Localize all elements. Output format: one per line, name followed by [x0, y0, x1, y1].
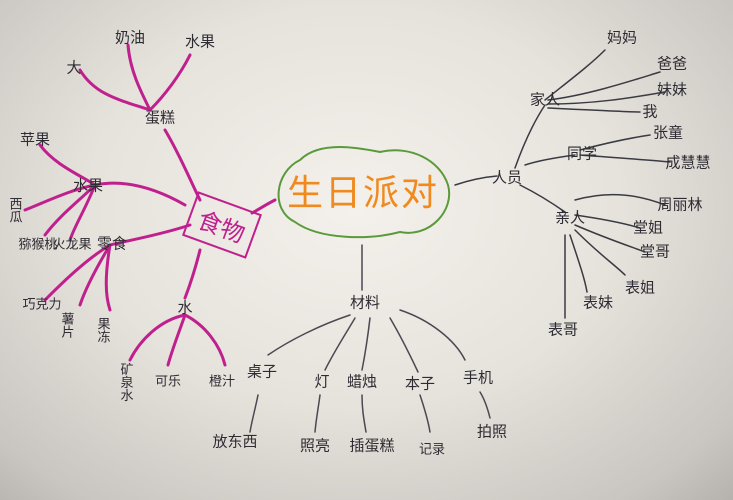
family-item-me: 我: [642, 102, 658, 121]
water-item-juice: 橙汁: [208, 374, 236, 390]
fruit-item-kiwi: 猕猴桃: [18, 237, 58, 253]
material-item-notebook: 本子: [404, 374, 436, 393]
family-item-dad: 爸爸: [656, 54, 688, 73]
classmates-label: 同学: [566, 144, 598, 163]
material-item-table: 桌子: [246, 362, 278, 381]
snack-item-chips: 薯片: [58, 312, 74, 338]
relative-item-5: 表妹: [582, 293, 614, 312]
water-item-mineral: 矿泉水: [117, 362, 133, 402]
food-branch-lines: [23, 43, 277, 367]
people-branch-lines: [454, 49, 671, 319]
snack-item-jelly: 果冻: [94, 317, 110, 343]
material-item-candle: 蜡烛: [346, 372, 378, 391]
relative-item-1: 周丽林: [657, 195, 703, 214]
relative-item-6: 表哥: [547, 320, 579, 339]
material-use-table: 放东西: [212, 432, 258, 451]
relative-item-3: 堂哥: [639, 242, 671, 261]
cake-item-fruit: 水果: [184, 32, 216, 51]
water-label: 水: [177, 298, 193, 317]
fruit-item-dragonfruit: 火龙果: [52, 237, 92, 253]
classmate-item-1: 张童: [652, 123, 684, 142]
material-use-notebook: 记录: [418, 442, 446, 458]
material-item-phone: 手机: [462, 368, 494, 387]
material-use-lamp: 照亮: [299, 436, 331, 455]
center-topic: 生日派对: [286, 173, 440, 214]
materials-branch-lines: [249, 244, 491, 433]
cake-item-cream: 奶油: [114, 28, 146, 47]
classmate-item-2: 成慧慧: [665, 153, 711, 172]
cake-label: 蛋糕: [144, 108, 176, 127]
material-use-phone: 拍照: [476, 422, 508, 441]
relative-item-2: 堂姐: [632, 218, 664, 237]
snack-item-chocolate: 巧克力: [22, 297, 62, 313]
family-item-mom: 妈妈: [606, 28, 638, 47]
water-item-cola: 可乐: [154, 374, 182, 390]
cake-item-big: 大: [66, 58, 82, 77]
people-branch-title: 人员: [491, 168, 523, 187]
family-label: 家人: [529, 90, 561, 109]
family-item-sister: 妹妹: [656, 80, 688, 99]
materials-branch-title: 材料: [349, 293, 381, 312]
snack-label: 零食: [96, 234, 128, 253]
fruit-item-apple: 苹果: [19, 130, 51, 149]
material-use-candle: 插蛋糕: [349, 436, 395, 455]
relatives-label: 亲人: [554, 208, 586, 227]
relative-item-4: 表姐: [624, 278, 656, 297]
center-cloud: [277, 146, 451, 239]
fruit-label: 水果: [72, 176, 104, 195]
fruit-item-watermelon: 西瓜: [6, 197, 22, 223]
material-item-lamp: 灯: [314, 372, 330, 391]
